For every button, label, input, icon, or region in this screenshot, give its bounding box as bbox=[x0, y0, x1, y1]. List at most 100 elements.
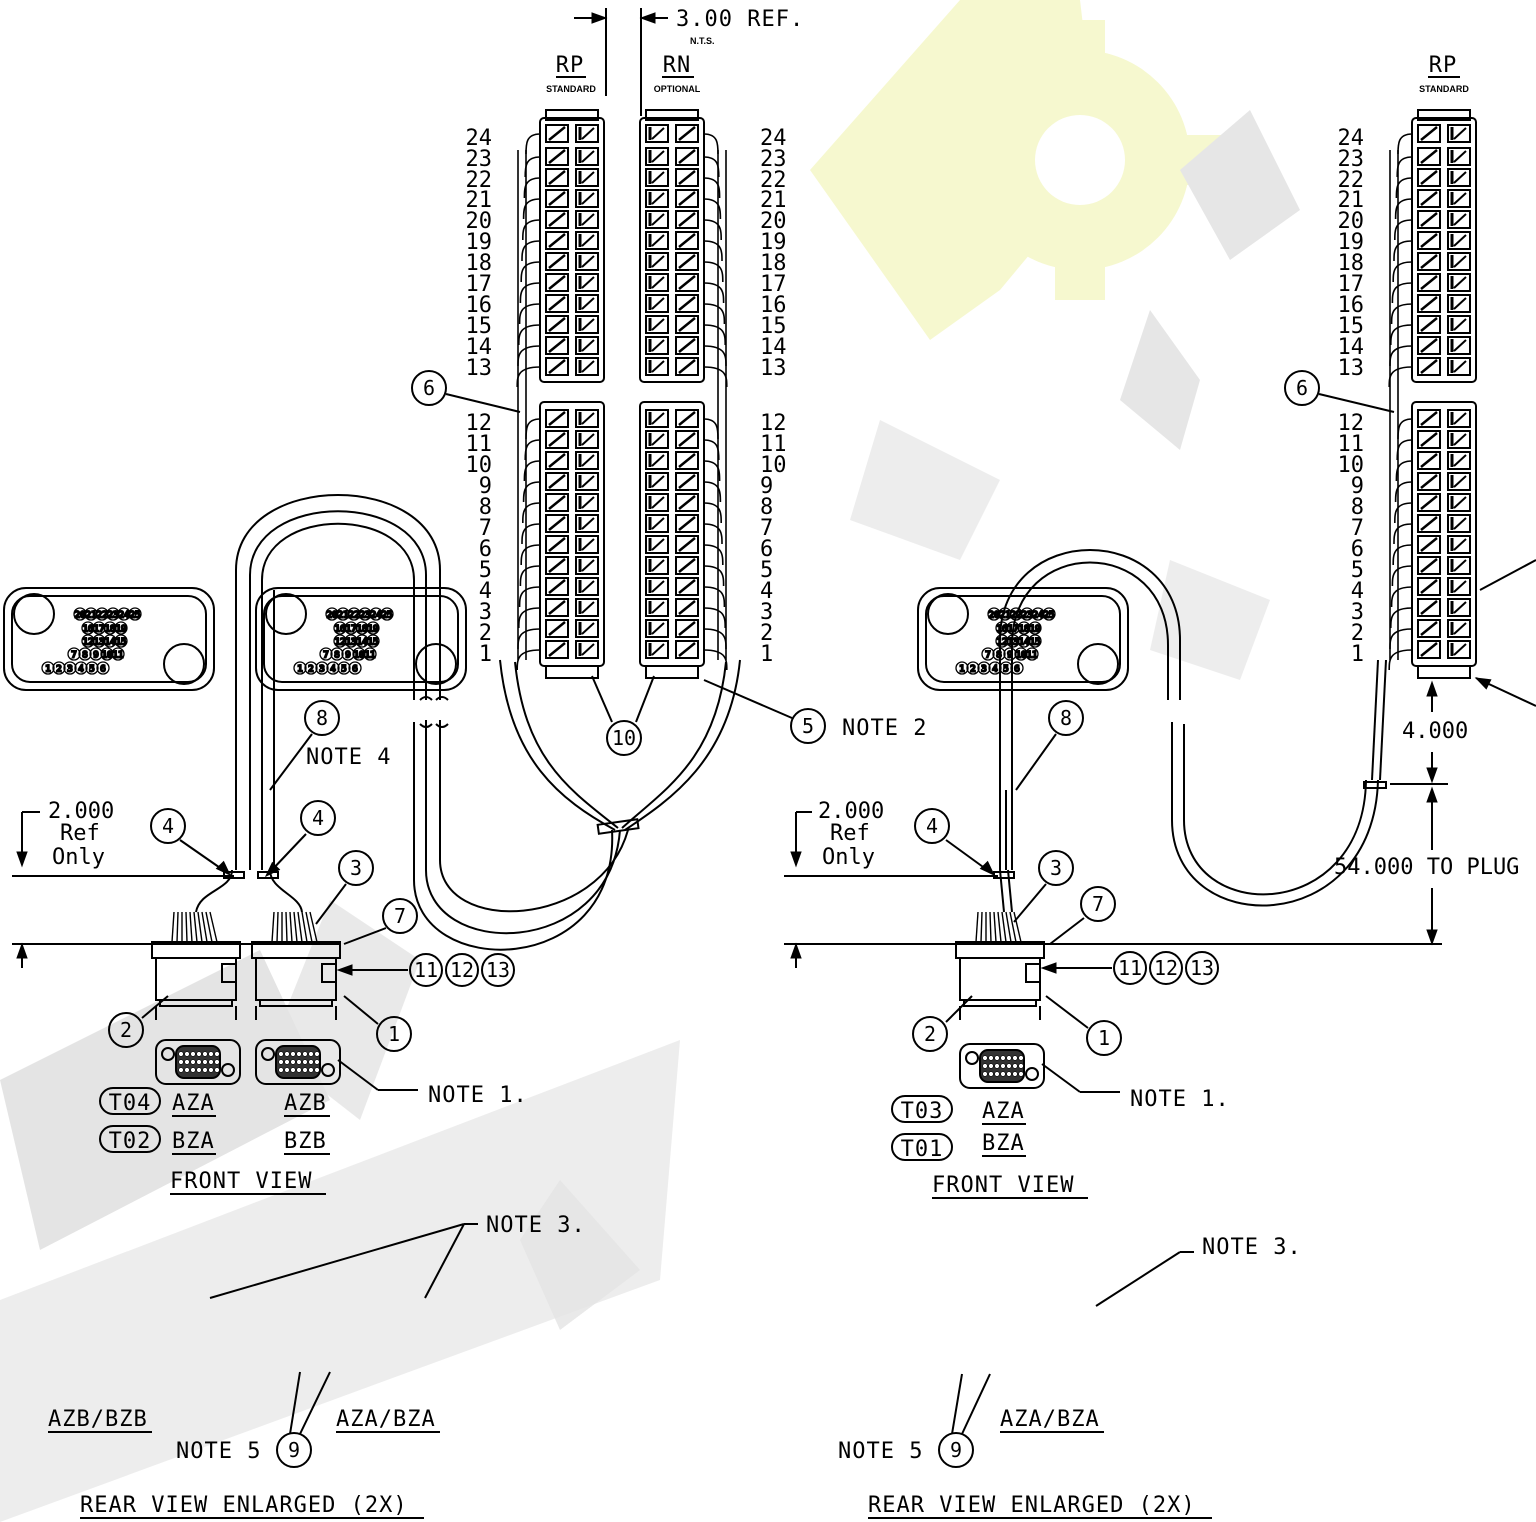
screw-slot bbox=[548, 338, 566, 353]
rp-wires-right bbox=[1388, 649, 1413, 671]
cable-loop-inner bbox=[249, 510, 427, 870]
mount-hole bbox=[265, 593, 307, 635]
balloon-item-6-right-number: 6 bbox=[1296, 376, 1308, 400]
screw-slot bbox=[548, 600, 566, 615]
pin-circle bbox=[1006, 621, 1020, 635]
pin-number: 18 bbox=[357, 625, 368, 635]
pin-number: 14 bbox=[357, 638, 368, 648]
screw-slot bbox=[581, 496, 595, 509]
pin-number: 20 bbox=[989, 611, 1000, 621]
pin-number: 15 bbox=[368, 638, 379, 648]
rp-wires-right bbox=[1394, 219, 1413, 241]
pin-number: 2 bbox=[308, 665, 313, 675]
screw-slot bbox=[678, 191, 696, 206]
pin-circle bbox=[114, 621, 128, 635]
pin-number: 23 bbox=[108, 611, 119, 621]
balloon-item-9-left bbox=[276, 1432, 312, 1468]
pin-number: 1 bbox=[297, 665, 302, 675]
pin bbox=[1006, 1063, 1012, 1069]
pin-circle bbox=[341, 647, 355, 661]
pin-number: 5 bbox=[1003, 665, 1008, 675]
screw-slot bbox=[1453, 580, 1467, 593]
cable-return bbox=[425, 720, 621, 935]
rear-outline bbox=[3, 587, 215, 691]
leader bbox=[591, 675, 613, 723]
terminal-number-rp-right: 18 bbox=[1338, 251, 1365, 276]
pin bbox=[190, 1051, 196, 1057]
rp-wires-left bbox=[518, 324, 541, 346]
pin-circle bbox=[74, 661, 88, 675]
rp-wires-right bbox=[1390, 324, 1413, 346]
screw-slot bbox=[1453, 318, 1467, 331]
terminal-number-rp-left: 7 bbox=[479, 516, 492, 541]
leader bbox=[343, 927, 387, 945]
screw-slot bbox=[1453, 297, 1467, 310]
screw-slot bbox=[678, 317, 696, 332]
mount-hole bbox=[321, 1063, 335, 1077]
pin-circle bbox=[92, 621, 106, 635]
rear-label-azb-bzb: AZB/BZB bbox=[48, 1407, 148, 1432]
terminal-number-rp-left: 9 bbox=[479, 474, 492, 499]
terminal-number-rn-left: 1 bbox=[760, 642, 773, 667]
terminal-number-rn-left: 4 bbox=[760, 579, 773, 604]
screw-slot bbox=[651, 213, 665, 226]
screw-slot bbox=[678, 212, 696, 227]
pigtail-wire bbox=[975, 911, 979, 943]
rn-wires-left bbox=[703, 523, 723, 545]
pin-circle bbox=[987, 607, 1001, 621]
pin-circle bbox=[1031, 607, 1045, 621]
pin-number: 1 bbox=[45, 665, 50, 675]
pin-circle bbox=[73, 607, 87, 621]
leader bbox=[289, 1371, 301, 1435]
pin bbox=[184, 1059, 190, 1065]
pin-number: 21 bbox=[86, 611, 97, 621]
screw-slot bbox=[581, 318, 595, 331]
pin-number: 12 bbox=[997, 638, 1008, 648]
pin bbox=[988, 1055, 994, 1061]
pin-circle bbox=[1017, 634, 1031, 648]
screw-slot bbox=[548, 642, 566, 657]
pin-number: 14 bbox=[105, 638, 116, 648]
rp-wires-right bbox=[1397, 133, 1413, 155]
balloon-item-6-left bbox=[411, 370, 447, 406]
rn-wires-left bbox=[703, 586, 726, 608]
pin bbox=[190, 1059, 196, 1065]
screw-slot bbox=[678, 338, 696, 353]
screw-slot bbox=[548, 296, 566, 311]
terminal-number-rp-right: 5 bbox=[1351, 558, 1364, 583]
rp-wires-left bbox=[516, 366, 541, 388]
pin-number: 19 bbox=[368, 625, 379, 635]
pin bbox=[1018, 1055, 1024, 1061]
pin-circle bbox=[81, 621, 95, 635]
terminal-number-rn-left: 16 bbox=[760, 293, 787, 318]
rp-wires-right bbox=[1392, 261, 1413, 283]
balloon-item-1-right bbox=[1086, 1020, 1122, 1056]
pin bbox=[302, 1067, 308, 1073]
connector-screw bbox=[1025, 963, 1041, 983]
rp-wires-right bbox=[1390, 303, 1413, 325]
rn-wires-left bbox=[703, 324, 726, 346]
leader bbox=[951, 1373, 963, 1435]
variant-aza-right: AZA bbox=[982, 1099, 1025, 1124]
screw-slot bbox=[581, 276, 595, 289]
terminal-number-rp-left: 23 bbox=[466, 147, 493, 172]
leader bbox=[703, 679, 793, 719]
pin bbox=[278, 1059, 284, 1065]
screw-slot bbox=[1420, 579, 1438, 594]
screw-slot bbox=[581, 192, 595, 205]
terminal-number-rp-right: 8 bbox=[1351, 495, 1364, 520]
rp-wires-left bbox=[517, 345, 541, 367]
pin-circle bbox=[981, 647, 995, 661]
pigtail-wire bbox=[289, 911, 293, 943]
screw-slot bbox=[548, 432, 566, 447]
pin bbox=[1000, 1055, 1006, 1061]
screw-slot bbox=[651, 559, 665, 572]
arrowhead bbox=[336, 964, 353, 976]
terminal-number-rn-left: 15 bbox=[760, 314, 787, 339]
screw-slot bbox=[581, 538, 595, 551]
pin-circle bbox=[333, 621, 347, 635]
screw-slot bbox=[678, 149, 696, 164]
pin-number: 20 bbox=[75, 611, 86, 621]
terminal-number-rp-left: 19 bbox=[466, 230, 493, 255]
balloon-item-7-left bbox=[382, 898, 418, 934]
